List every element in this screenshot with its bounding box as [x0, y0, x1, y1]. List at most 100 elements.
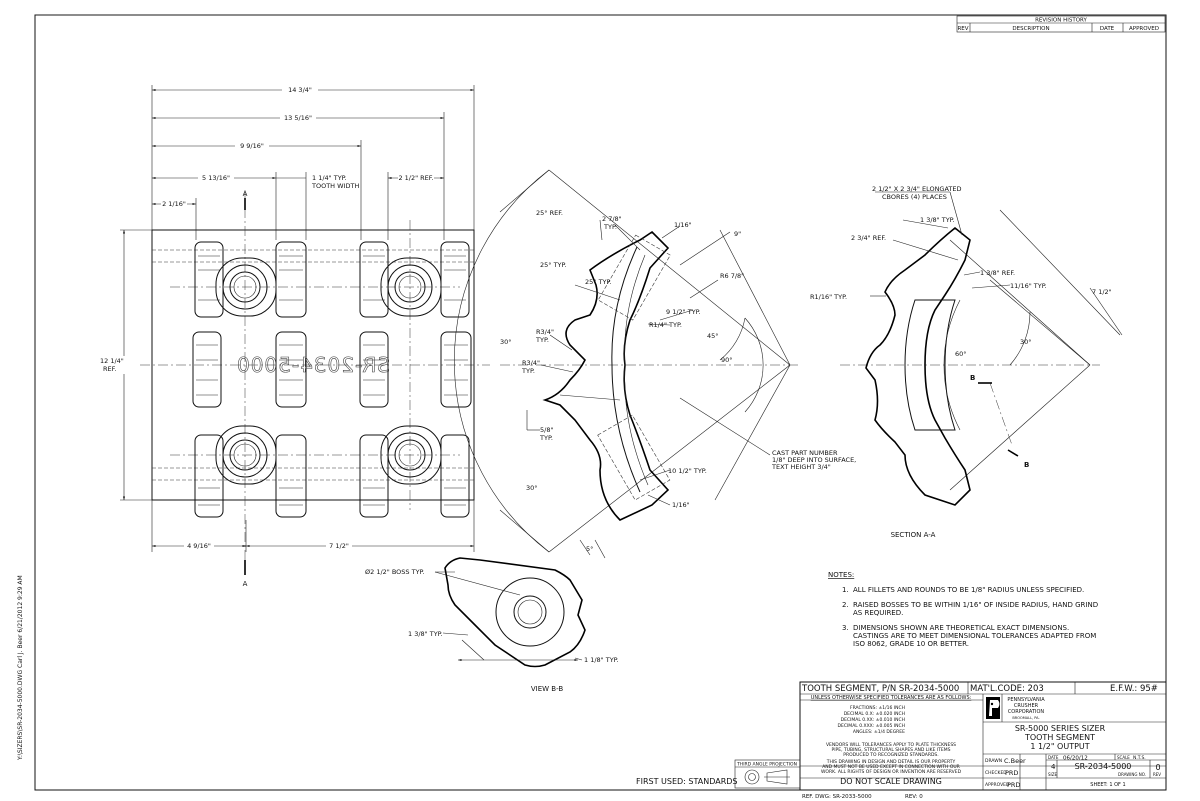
tolerance-decimal-2: DECIMAL 0.XX: ±0.010 INCH — [841, 717, 905, 723]
dim-11-16-typ: 11/16" TYP. — [1010, 282, 1047, 290]
boss-circle-outer — [495, 577, 565, 647]
rev-col-header: REV — [957, 26, 968, 32]
checked-label: CHECKED — [985, 770, 1007, 776]
dim-r3-4-a-typ: TYP. — [535, 336, 549, 344]
date-col-header: DATE — [1100, 26, 1115, 32]
note-2-line-2: AS REQUIRED. — [853, 609, 903, 617]
company-name-1: PENNSYLVANIA — [1007, 697, 1045, 703]
dim-1-16-bottom: 1/16" — [672, 501, 690, 509]
dim-bottom-right: 7 1/2" — [329, 542, 349, 550]
boss-top-left — [215, 257, 277, 317]
dim-angle-30-bottom: 30° — [526, 484, 538, 492]
cbore-note-2: CBORES (4) PLACES — [882, 193, 947, 201]
notes-title: NOTES: — [828, 571, 854, 579]
dim-5-8-typ: TYP. — [539, 434, 553, 442]
drawn-label: DRAWN — [985, 758, 1002, 764]
dim-9-1-2-typ: 9 1/2" TYP. — [666, 308, 701, 316]
dim-angle-5: 5° — [586, 545, 593, 553]
dim-1-3-8-ref: 1 3/8" REF. — [980, 269, 1015, 277]
scale-label: SCALE — [1117, 755, 1130, 760]
plan-view: SR-2034-5000 A A 14 3/4" 13 5/16" 9 9 — [98, 85, 490, 588]
date-label: DATE — [1048, 755, 1059, 760]
revision-history-table: REVISION HISTORY REV DESCRIPTION DATE AP… — [956, 15, 1166, 33]
cast-part-number-text: SR-2034-5000 — [236, 353, 390, 377]
boss-circle-inner — [513, 595, 547, 629]
dim-r3-4-a: R3/4" — [536, 328, 554, 336]
dim-5-8: 5/8" — [540, 426, 553, 434]
note-1-line-1: ALL FILLETS AND ROUNDS TO BE 1/8" RADIUS… — [853, 586, 1084, 594]
dim-9: 9" — [734, 230, 741, 238]
company-name-2: CRUSHER — [1014, 703, 1039, 709]
approved-col-header: APPROVED — [1129, 26, 1159, 32]
dim-2-7-8: 2 7/8" — [602, 215, 622, 223]
dim-ref-right: 2 1/2" REF. — [398, 174, 433, 182]
section-a-a-view: B B 2 1/2" X 2 3/4" ELONGATED CBORES (4)… — [810, 185, 1123, 539]
description-line-2: TOOTH SEGMENT — [1024, 733, 1095, 742]
boss-bottom-left — [215, 425, 277, 485]
dim-1-3-8-typ: 1 3/8" TYP. — [920, 216, 955, 224]
dim-1-16-top: 1/16" — [674, 221, 692, 229]
view-b-b-title: VIEW B-B — [531, 685, 564, 693]
cbore-note-1: 2 1/2" X 2 3/4" ELONGATED — [872, 185, 962, 193]
company-logo — [986, 697, 1000, 719]
cast-note-line-2: 1/8" DEEP INTO SURFACE, — [772, 456, 856, 464]
dim-tooth-width-label: TOOTH WIDTH — [311, 182, 359, 190]
dim-r3-4-b-typ: TYP. — [521, 367, 535, 375]
note-3-line-2: CASTINGS ARE TO MEET DIMENSIONAL TOLERAN… — [853, 632, 1096, 640]
dim-1-3-8-typ-bb: 1 3/8" TYP. — [408, 630, 443, 638]
dim-angle-90: 90° — [721, 356, 733, 364]
ref-dwg: REF. DWG: SR-2033-5000 — [802, 794, 872, 800]
note-3-num: 3. — [842, 624, 849, 632]
note-2-num: 2. — [842, 601, 849, 609]
tolerance-decimal-3: DECIMAL 0.XXX: ±0.005 INCH — [838, 723, 905, 729]
dim-bottom-left: 4 9/16" — [187, 542, 211, 550]
section-a-a-title: SECTION A-A — [891, 531, 936, 539]
title-block: TOOTH SEGMENT, P/N SR-2034-5000 MAT'L.CO… — [636, 681, 1167, 800]
dim-left-offset: 2 1/16" — [162, 200, 186, 208]
efw-weight: E.F.W.: 95# — [1110, 684, 1158, 694]
section-mark-a-top: A — [243, 190, 248, 198]
note-1-num: 1. — [842, 586, 849, 594]
cast-note-line-3: TEXT HEIGHT 3/4" — [771, 463, 831, 471]
dim-angle-45: 45° — [707, 332, 719, 340]
property-note-2: AND MUST NOT BE USED EXCEPT IN CONNECTIO… — [822, 764, 960, 770]
dim-overall-width: 14 3/4" — [288, 86, 312, 94]
section-mark-b-1: B — [970, 374, 975, 382]
notes-block: NOTES: 1. ALL FILLETS AND ROUNDS TO BE 1… — [828, 571, 1098, 648]
dim-r1-16-typ: R1/16" TYP. — [810, 293, 847, 301]
dim-width-4: 5 13/16" — [202, 174, 230, 182]
dim-10-1-2-typ: 10 1/2" TYP. — [668, 467, 707, 475]
dim-angle-ref: 25° REF. — [536, 209, 563, 217]
dim-angle-60: 60° — [955, 350, 967, 358]
dim-angle-30: 30° — [1020, 338, 1032, 346]
note-3-line-1: DIMENSIONS SHOWN ARE THEORETICAL EXACT D… — [853, 624, 1069, 632]
section-mark-b-2: B — [1024, 461, 1029, 469]
dim-angle-30-left: 30° — [500, 338, 512, 346]
cast-note-line-1: CAST PART NUMBER — [772, 449, 838, 457]
do-not-scale: DO NOT SCALE DRAWING — [840, 777, 942, 786]
first-used: FIRST USED: STANDARDS — [636, 777, 738, 786]
company-name-3: CORPORATION — [1008, 709, 1045, 715]
note-2-line-1: RAISED BOSSES TO BE WITHIN 1/16" OF INSI… — [853, 601, 1098, 609]
rev-small-label: REV — [1153, 772, 1161, 777]
size-label: SIZE — [1048, 772, 1057, 777]
dim-7-1-2: 7 1/2" — [1092, 288, 1112, 296]
dim-height: 12 1/4" — [100, 357, 124, 365]
dim-25-typ: 25° TYP. — [540, 261, 567, 269]
dim-r6-7-8: R6 7/8" — [720, 272, 744, 280]
dim-2-7-8-typ: TYP. — [603, 223, 617, 231]
dim-r3-4-b: R3/4" — [522, 359, 540, 367]
tolerance-angles: ANGLES: ±1/4 DEGREE — [853, 729, 905, 735]
projection-label: THIRD ANGLE PROJECTION — [736, 762, 797, 768]
property-note-1: THIS DRAWING IN DESIGN AND DETAIL IS OUR… — [826, 759, 956, 765]
tolerance-decimal-1: DECIMAL 0.X: ±0.020 INCH — [844, 711, 905, 717]
section-mark-a-bottom: A — [243, 580, 248, 588]
file-path-text: Y:\SIZERS\SR-2034-5000.DWG Carl J. Beer … — [17, 575, 24, 761]
drawn-by: C.Beer — [1004, 757, 1026, 765]
dim-25-typ-2: 25° TYP. — [585, 278, 612, 286]
side-view: 25° REF. 2 7/8" TYP. 1/16" 9" 25° TYP. 2… — [454, 169, 856, 559]
approved-by: PRD — [1007, 781, 1020, 789]
tolerance-fractions: FRACTIONS: ±1/16 INCH — [850, 705, 905, 711]
boss-bottom-right — [380, 425, 442, 485]
property-note-3: WORK. ALL RIGHTS OF DESIGN OR INVENTION … — [821, 769, 962, 775]
